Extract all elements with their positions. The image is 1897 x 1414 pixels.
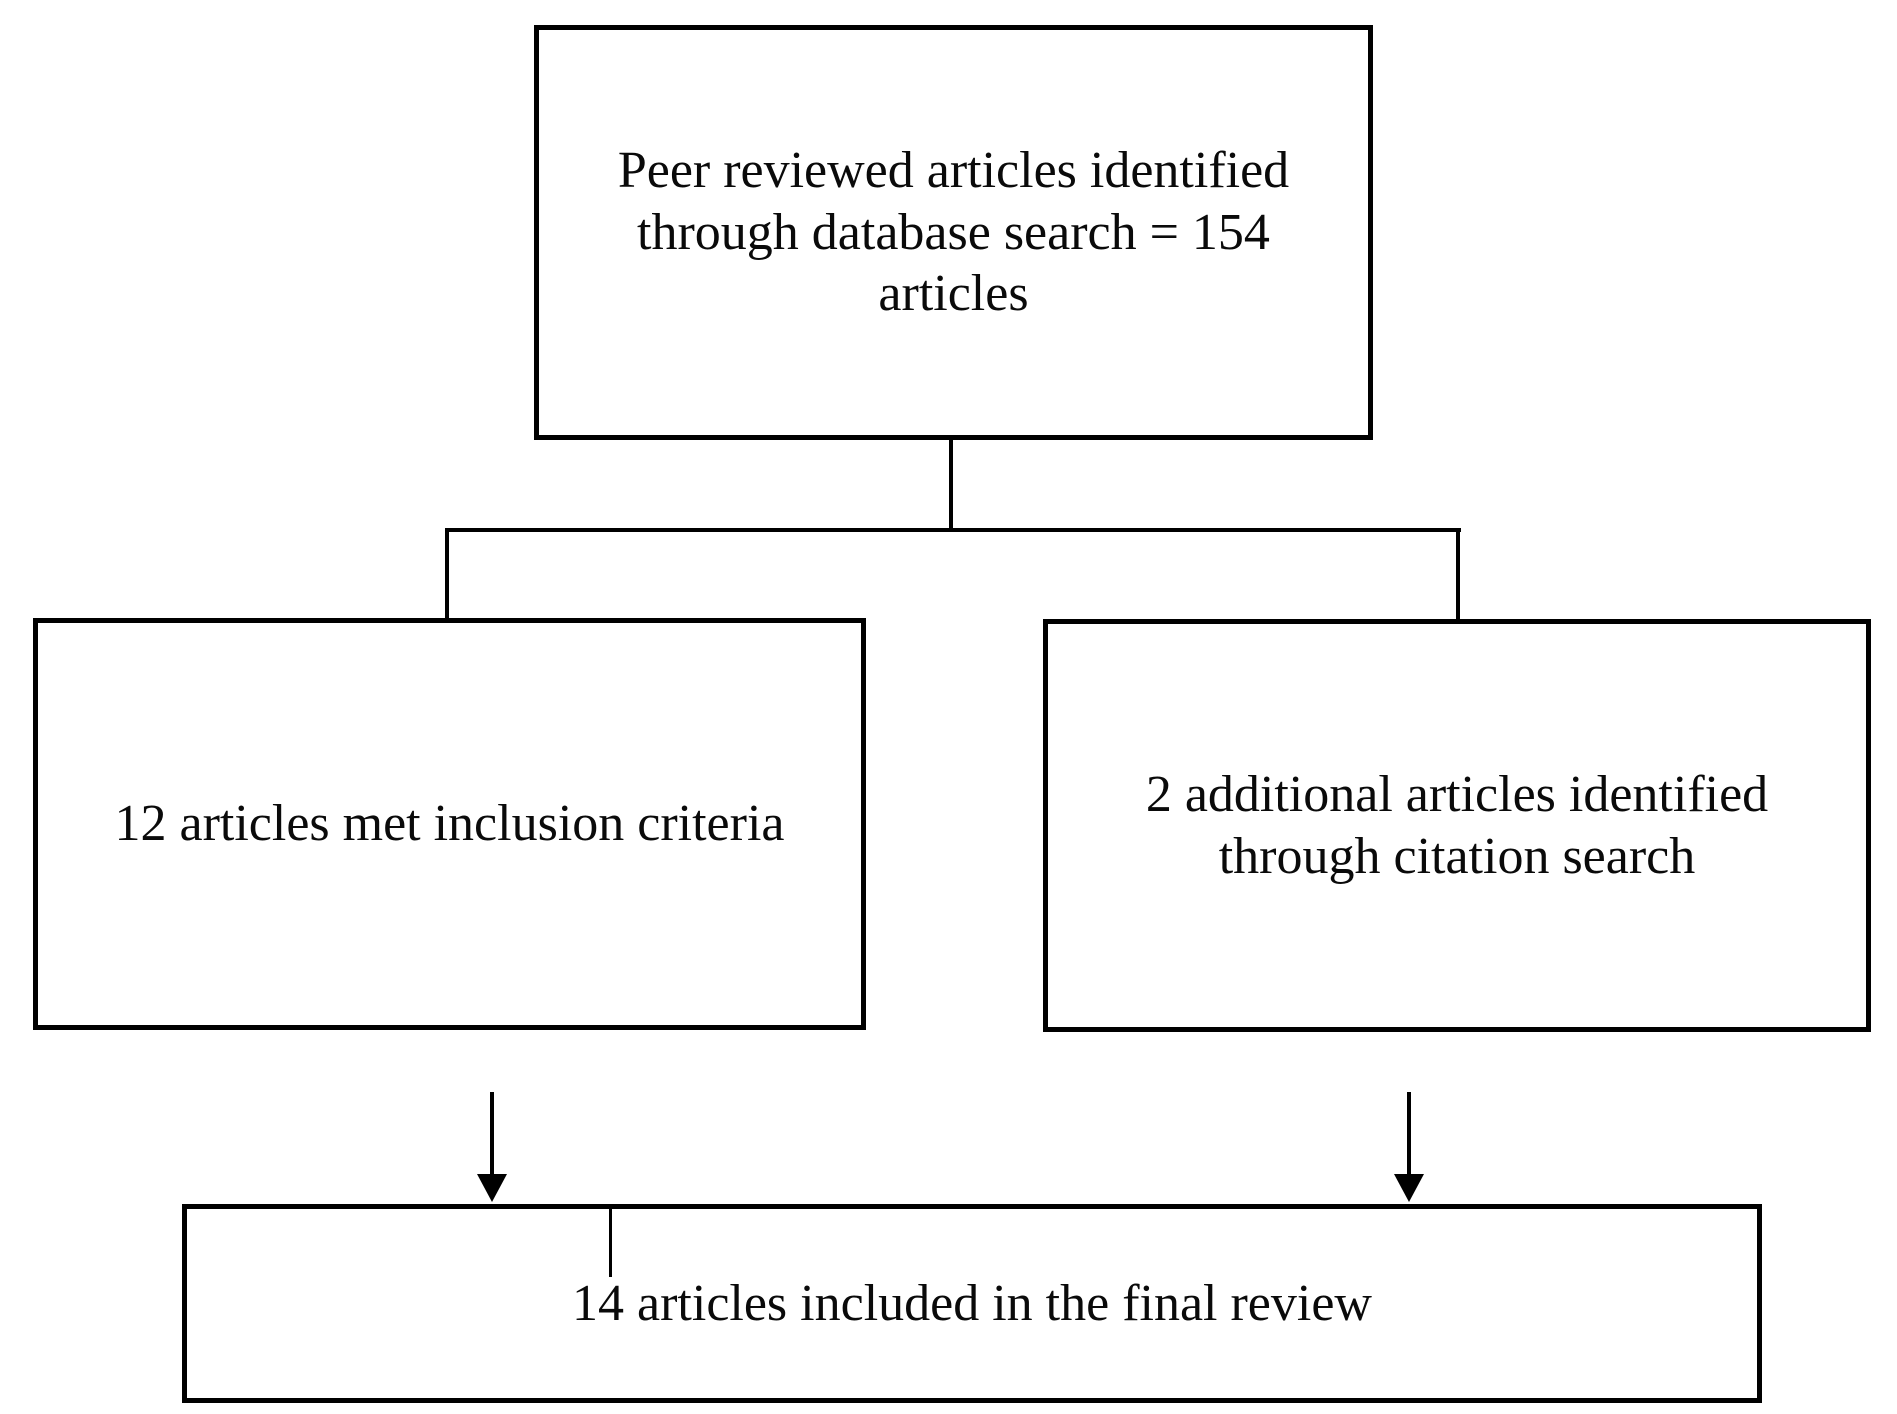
node-citation-search: 2 additional articles identified through… [1043,619,1871,1032]
node-database-search: Peer reviewed articles identified throug… [534,25,1373,440]
node-inclusion-criteria-label: 12 articles met inclusion criteria [114,795,785,853]
down-arrow-left-shaft [490,1092,494,1176]
down-arrow-right-head-icon [1394,1174,1424,1202]
down-arrow-right-shaft [1407,1092,1411,1176]
connector-stub [609,1209,612,1277]
connector-split-bar [445,528,1461,532]
node-citation-search-label: 2 additional articles identified through… [1145,765,1769,885]
node-final-review: 14 articles included in the final review [182,1204,1762,1403]
connector-right-drop [1456,528,1460,624]
node-inclusion-criteria: 12 articles met inclusion criteria [33,618,866,1030]
connector-top-stem [949,438,953,532]
node-database-search-label: Peer reviewed articles identified throug… [617,141,1290,323]
down-arrow-left-head-icon [477,1174,507,1202]
connector-left-drop [445,528,449,623]
node-final-review-label: 14 articles included in the final review [572,1274,1372,1332]
